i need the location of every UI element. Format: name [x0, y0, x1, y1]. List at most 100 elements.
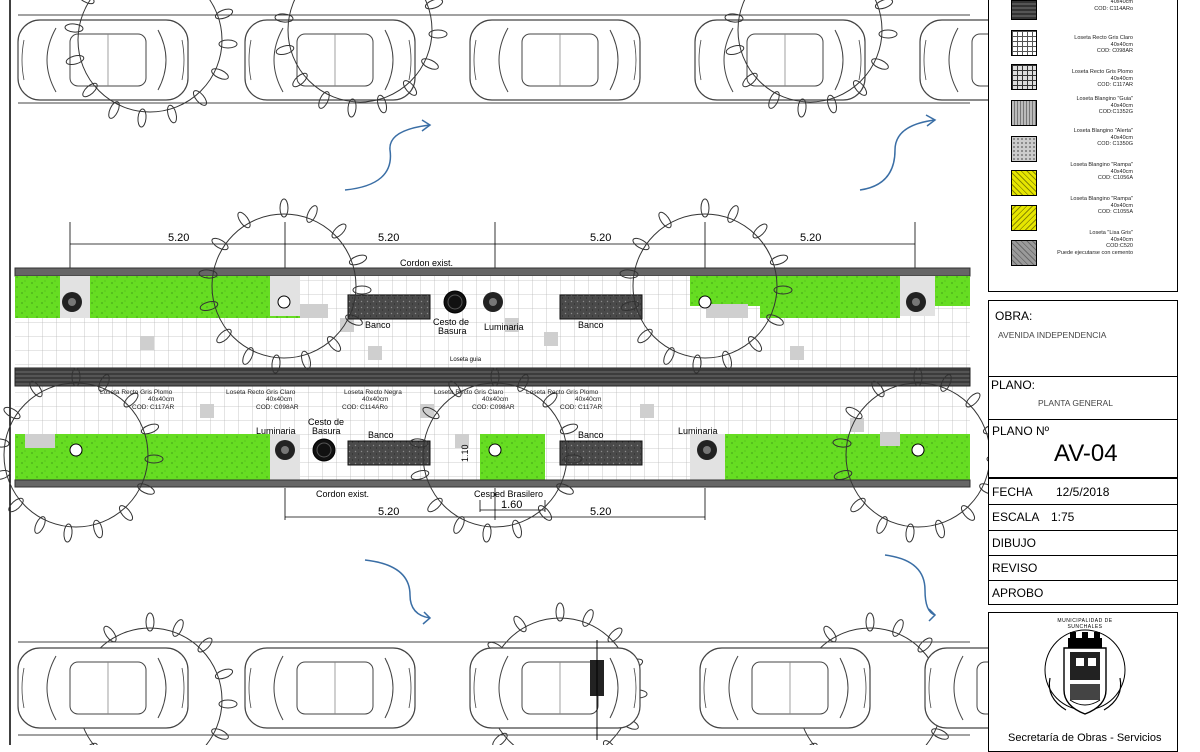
callout-line: Loseta Recto Gris Claro [434, 389, 504, 396]
legend-line: 40x40cm [1110, 202, 1133, 209]
grass-bed [690, 276, 900, 306]
luminaria-label: Luminaria [484, 322, 524, 332]
luminaria-label: Luminaria [256, 426, 296, 436]
guide-stripe [14, 367, 971, 387]
seal-text: MUNICIPALIDAD DE SUNCHALES [1057, 618, 1113, 630]
divider [988, 376, 1178, 377]
legend-line: 40x40cm [1110, 236, 1133, 243]
legend-line: Loseta "Lisa Gris" [1089, 230, 1133, 236]
dimension-lines [69, 222, 916, 520]
bin-label: Basura [438, 326, 467, 336]
dim-label: 5.20 [378, 232, 399, 244]
grass-bed [15, 276, 60, 318]
bottom-parking-row [17, 640, 1096, 740]
callout-line: 40x40cm [148, 396, 174, 403]
bench-label: Banco [578, 320, 604, 330]
callout-line: Loseta Recto Gris Plomo [100, 389, 173, 396]
callout-line: COD: C117AR [560, 404, 602, 411]
legend-line: Loseta Blangino "Alerta" [1073, 128, 1133, 134]
legend-line: COD: C1056A [1097, 175, 1133, 181]
callout-line: COD: C098AR [256, 404, 299, 411]
legend-line: 40x40cm [1110, 168, 1133, 175]
parked-car [244, 647, 416, 729]
bench [347, 440, 431, 466]
divider [988, 477, 1178, 479]
callout-line: 40x40cm [482, 396, 508, 403]
curb-label: Cordon exist. [400, 258, 453, 268]
bench [347, 294, 431, 320]
bench [559, 294, 643, 320]
dim-label: 5.20 [168, 232, 189, 244]
dim-label: 1.10 [460, 444, 470, 462]
legend-line: Loseta Blangino "Rampa" [1070, 196, 1133, 202]
escala-value: 1:75 [1051, 510, 1075, 524]
legend-item: Loseta Blangino "Rampa" 40x40cm COD: C10… [988, 162, 1178, 192]
plan-labels: 5.20 5.20 5.20 5.20 5.20 5.20 1.60 1.10 … [168, 232, 821, 518]
callout-line: COD: C098AR [472, 404, 515, 411]
parked-car [244, 19, 416, 101]
legend-line: Loseta Recto Gris Claro [1074, 35, 1133, 41]
fecha-label: FECHA [992, 485, 1033, 499]
legend-line: COD: C098AR [1096, 48, 1133, 54]
callout-line: Loseta Recto Gris Plomo [526, 389, 599, 396]
legend-item: 40x40cm COD: C114ARo [988, 0, 1178, 24]
reviso-label: REVISO [992, 561, 1038, 575]
top-parking-row [17, 14, 1091, 104]
plano-number-value: AV-04 [1054, 440, 1118, 467]
bench-label: Banco [578, 430, 604, 440]
municipality-seal-icon [1044, 629, 1126, 715]
aprobo-label: APROBO [992, 586, 1044, 600]
grass-bed-cesped [480, 434, 545, 480]
legend-line: 40x40cm [1110, 134, 1133, 141]
obra-value: AVENIDA INDEPENDENCIA [998, 330, 1107, 340]
divider [988, 504, 1178, 505]
callout-line: Loseta Recto Negra [344, 389, 402, 396]
callout-line: COD: C117AR [132, 404, 174, 411]
traffic-arrows-top [344, 114, 937, 191]
grass-bed [90, 276, 300, 318]
legend-line: COD: C1055A [1097, 209, 1133, 215]
curb-label: Cordon exist. [316, 489, 369, 499]
title-block [988, 300, 1178, 605]
dim-label: 5.20 [378, 506, 399, 518]
dibujo-label: DIBUJO [992, 536, 1037, 550]
bin-label: Cesto de [308, 417, 344, 427]
legend-line: Loseta Recto Gris Plomo [1071, 69, 1133, 75]
bench-label: Banco [368, 430, 394, 440]
luminaria-label: Luminaria [678, 426, 718, 436]
parked-car [694, 19, 866, 101]
plano-value: PLANTA GENERAL [1038, 398, 1113, 408]
legend-swatch [1011, 205, 1037, 231]
legend-line: 40x40cm [1110, 0, 1133, 5]
parked-car [469, 19, 641, 101]
traffic-arrows-bottom [364, 554, 937, 625]
dim-label: 1.60 [501, 499, 522, 511]
dim-label: 5.20 [590, 506, 611, 518]
fecha-value: 12/5/2018 [1056, 485, 1110, 499]
legend-line: Loseta Blangino "Guia" [1076, 96, 1134, 102]
callout-line: COD: C114ARo [342, 404, 388, 411]
bench-label: Banco [365, 320, 391, 330]
legend-line: COD:C1352G [1098, 109, 1133, 115]
legend-line: Puede ejecutarse con cemento [1057, 249, 1133, 256]
callout-line: Loseta Recto Gris Claro [226, 389, 296, 396]
legend-line: 40x40cm [1110, 102, 1133, 109]
parked-car [469, 647, 641, 729]
dim-label: 5.20 [590, 232, 611, 244]
material-callouts: Loseta Recto Gris Plomo 40x40cm COD: C11… [100, 389, 602, 411]
curb-bottom [14, 479, 971, 488]
legend-item: Loseta Recto Gris Claro 40x40cm COD: C09… [988, 32, 1178, 62]
legend-line: COD: C117AR [1097, 82, 1133, 88]
legend-item: Loseta Blangino "Guia" 40x40cm COD:C1352… [988, 96, 1178, 126]
callout-line: 40x40cm [362, 396, 388, 403]
grass-label: Cesped Brasilero [474, 489, 543, 499]
escala-label: ESCALA [992, 510, 1040, 524]
legend-item: Loseta Blangino "Alerta" 40x40cm COD: C1… [988, 128, 1178, 158]
trash-bin-icon [312, 438, 336, 462]
trash-bin-icon [443, 290, 467, 314]
divider [988, 580, 1178, 581]
bin-label: Basura [312, 426, 341, 436]
guide-label: Loseta guia [450, 357, 482, 363]
legend-swatch [1011, 30, 1037, 56]
